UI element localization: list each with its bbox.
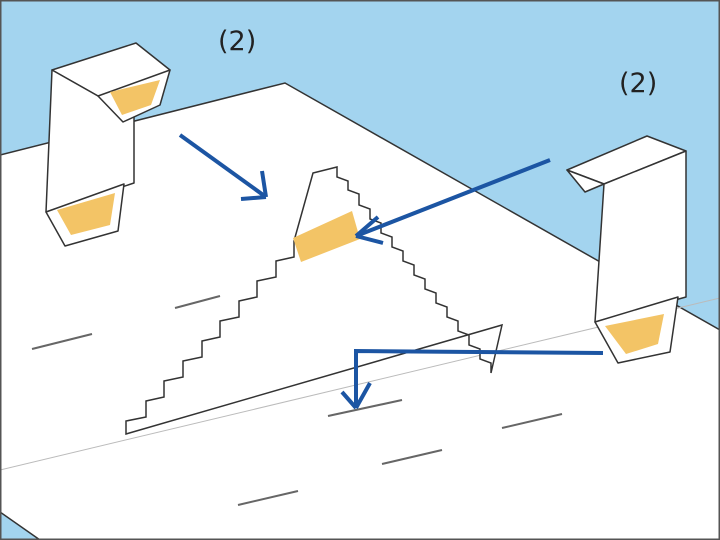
arrow-icon	[340, 382, 372, 410]
pyramid-fill-patch	[293, 211, 360, 262]
left-bracket-label: (2)	[218, 26, 257, 57]
arrow-icon	[178, 133, 268, 199]
right-bracket	[566, 135, 687, 364]
arrow-icon	[355, 158, 551, 238]
arrow-icon	[240, 170, 268, 201]
stepped-pyramid-final	[125, 166, 504, 435]
road-dashes	[31, 295, 563, 506]
arrow-icon	[354, 348, 604, 408]
left-bracket	[45, 42, 171, 247]
arrow-icon	[354, 215, 384, 245]
arrows	[178, 133, 604, 410]
right-bracket-label: (2)	[619, 68, 658, 99]
